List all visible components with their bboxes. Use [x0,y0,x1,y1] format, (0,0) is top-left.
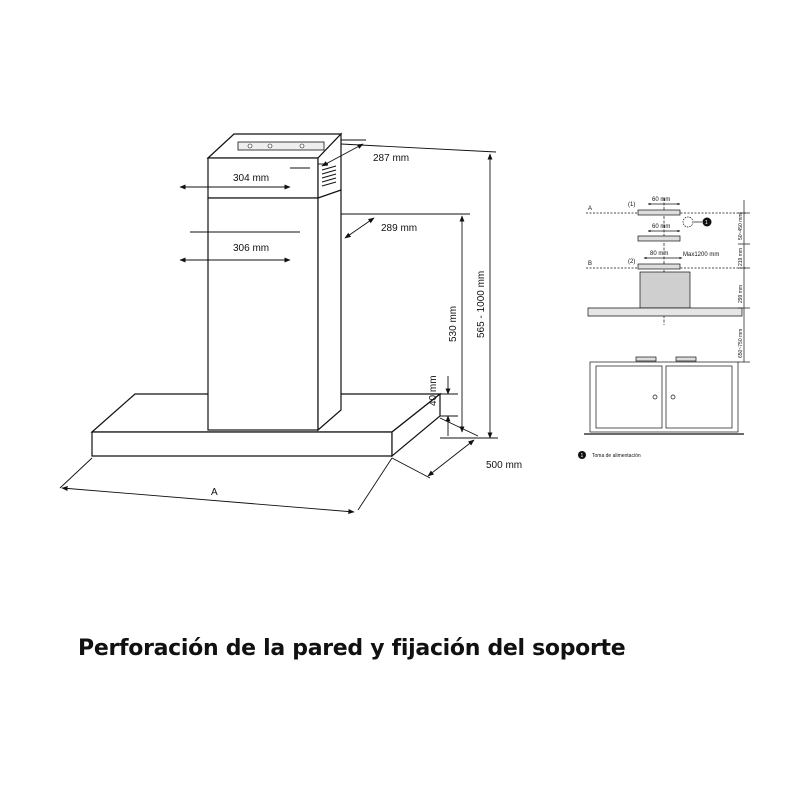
installation-labels: A B (1) (2) 60 mm 60 mm 80 mm Max1200 mm… [581,197,745,459]
dim-total-height: 565 - 1000 mm [476,271,487,338]
hood-drawing [90,132,442,458]
dim-upper-width: 304 mm [233,173,269,184]
bracket-1-label: (1) [628,202,635,208]
installation-drawing [584,198,750,435]
power-outlet-marker-icon [702,217,712,227]
dim-canopy-thickness: 40 mm [428,375,439,406]
v-dim-4-label: 650~750 mm [738,329,744,358]
spacing-top-label: 60 mm [652,197,670,203]
line-b-label: B [588,261,592,267]
cabinet-knob-icon [652,394,658,400]
bracket-2-label: (2) [628,259,635,265]
legend-number: 1 [581,453,584,459]
vent-grille [321,165,337,187]
legend-text: Toma de alimentación [592,453,641,459]
canopy-front [91,431,393,457]
dim-lower-width: 306 mm [233,243,269,254]
spacing-mid-label: 60 mm [652,224,670,230]
marker-number: 1 [705,220,708,226]
bracket-hole [247,143,253,149]
dim-lower-depth: 289 mm [381,223,417,234]
v-dim-1-label: 50~450 mm [738,213,744,240]
dim-canopy-width: A [211,487,218,498]
bracket-hole [299,143,305,149]
page-caption: Perforación de la pared y fijación del s… [78,636,626,661]
dim-upper-depth: 287 mm [373,153,409,164]
v-dim-3-label: 299 mm [738,285,744,303]
v-dim-2-label: 219 mm [738,248,744,266]
cabinet-knob-icon [670,394,676,400]
line-a-label: A [588,206,592,212]
dim-canopy-depth: 500 mm [486,460,522,471]
lower-chimney-side [317,189,342,432]
spacing-bottom-label: 80 mm [650,251,668,257]
legend-marker-icon [578,451,586,459]
max-label: Max1200 mm [683,252,719,258]
dim-chimney-height: 530 mm [448,306,459,342]
main-dimension-lines [59,139,498,515]
bracket-hole [267,143,273,149]
main-dimension-labels: 287 mm 304 mm 289 mm 306 mm 530 mm 565 -… [211,153,522,498]
lower-chimney-front [207,197,319,431]
